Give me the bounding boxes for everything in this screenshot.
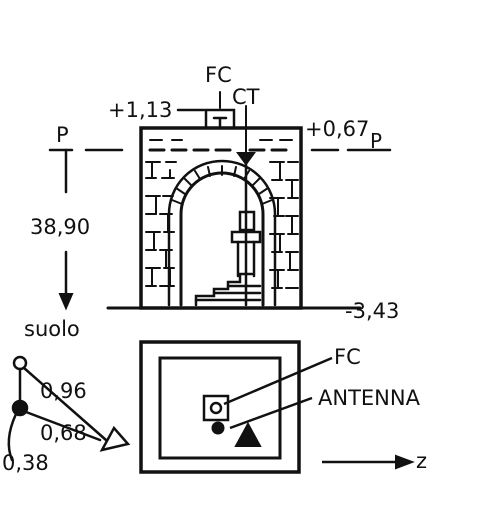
- plan-antenna-label: ANTENNA: [318, 386, 421, 410]
- plan-view: [139, 340, 415, 474]
- fc-label-top: FC: [205, 63, 232, 87]
- fc-cap: [204, 108, 236, 130]
- arch-voussoirs: [167, 159, 277, 307]
- plan-antenna-dot-icon: [211, 421, 225, 435]
- depth-label: 38,90: [30, 215, 90, 239]
- inset-antenna-dot-icon: [11, 399, 29, 417]
- section-view: [48, 91, 392, 311]
- plan-fc-circle-icon: [209, 401, 223, 415]
- z-axis-arrowhead-icon: [395, 454, 415, 470]
- plan-outer-wall: [139, 340, 301, 474]
- column-pipe: [230, 160, 262, 307]
- inset-triangulation: [7, 355, 131, 462]
- elevation-bottom: -3,43: [345, 299, 399, 323]
- ct-marker-icon: [236, 152, 256, 166]
- inset-distance-1: 0,96: [40, 379, 87, 403]
- p-label-left: P: [56, 123, 69, 147]
- masonry-texture: [145, 139, 299, 289]
- p-label-right: P: [370, 129, 382, 153]
- elevation-right: +0,67: [305, 117, 369, 141]
- inset-triangle-icon: [99, 425, 131, 452]
- antenna-leader-line: [229, 396, 313, 430]
- ground-label: suolo: [24, 317, 80, 341]
- plan-inner-opening: [158, 356, 282, 460]
- inset-distance-3: 0,38: [2, 451, 49, 475]
- ct-label: CT: [232, 85, 260, 109]
- fc-marker-icon: [212, 116, 228, 128]
- plan-fc-label: FC: [334, 345, 361, 369]
- fc-leader-line: [223, 356, 333, 406]
- elevation-top: +1,13: [108, 98, 172, 122]
- plan-antenna-triangle-icon: [234, 421, 262, 447]
- stairs: [194, 272, 262, 307]
- inset-distance-2: 0,68: [40, 421, 87, 445]
- depth-arrowhead-icon: [58, 293, 74, 311]
- z-axis-label: z: [416, 449, 427, 473]
- plan-fc-box: [202, 394, 230, 422]
